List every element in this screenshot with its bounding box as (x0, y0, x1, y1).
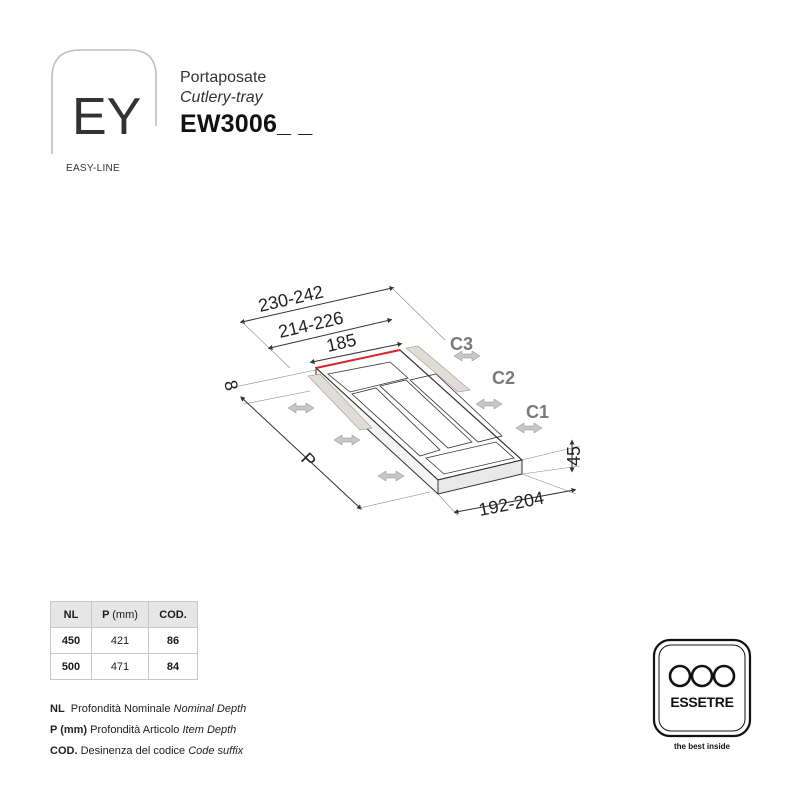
brand-name: ESSETRE (670, 694, 734, 710)
dim-line-inner-width (267, 318, 393, 350)
essetre-logo: ESSETRE (652, 638, 752, 738)
product-code: EW3006_ _ (180, 110, 313, 138)
dim-line-overall-width (239, 286, 395, 324)
header-nl: NL (50, 601, 92, 628)
slide-arrow (453, 350, 481, 362)
slide-arrow (475, 398, 503, 410)
cell-nl: 450 (50, 627, 92, 654)
header-p: P (mm) (91, 601, 149, 628)
legend-item: COD. Desinenza del codice Code suffix (50, 745, 244, 757)
cell-p: 421 (91, 627, 149, 654)
table-row: 450 421 86 (50, 627, 198, 654)
dim-line-tray-width (309, 342, 403, 364)
brand-dot-icon (712, 664, 736, 688)
logo-label: EASY-LINE (65, 163, 121, 174)
clip-label-c1: C1 (526, 402, 549, 422)
product-name-it: Portaposate (180, 69, 267, 86)
tray-body (307, 345, 524, 496)
clip-label-c2: C2 (492, 368, 515, 388)
dim-side-gap: 8 (220, 378, 242, 393)
legend-item: NL Profondità Nominale Nominal Depth (50, 703, 247, 715)
clip-label-c3: C3 (450, 334, 473, 354)
slide-arrow (515, 422, 543, 434)
slide-arrow (333, 434, 361, 446)
cell-nl: 500 (50, 653, 92, 680)
spec-table: NL P (mm) COD. 450 421 86 500 471 84 (50, 601, 198, 680)
dim-tray-width: 185 (324, 330, 358, 356)
product-name-en: Cutlery-tray (180, 89, 263, 106)
slide-arrow (377, 470, 405, 482)
cell-cod: 84 (148, 653, 198, 680)
dim-height: 45 (564, 446, 584, 466)
table-header-row: NL P (mm) COD. (50, 601, 198, 628)
svg-text:EY: EY (72, 88, 141, 146)
table-legend: NL Profondità Nominale Nominal Depth P (… (50, 699, 246, 762)
brand-dot-icon (690, 664, 714, 688)
cutlery-tray-drawing: 230-242 214-226 185 8 P (200, 270, 600, 520)
brand-dot-icon (668, 664, 692, 688)
brand-tagline: the best inside (673, 742, 730, 751)
slide-arrow (287, 402, 315, 414)
product-title: Portaposate Cutlery-tray EW3006_ _ (180, 68, 312, 140)
easy-line-logo: EY (50, 48, 158, 156)
dim-front-width: 192-204 (477, 488, 546, 520)
cell-p: 471 (91, 653, 149, 680)
header-cod: COD. (148, 601, 198, 628)
table-row: 500 471 84 (50, 653, 198, 680)
dim-line-front-width (453, 488, 577, 514)
legend-item: P (mm) Profondità Articolo Item Depth (50, 724, 237, 736)
dim-line-depth (240, 396, 362, 510)
cell-cod: 86 (148, 627, 198, 654)
